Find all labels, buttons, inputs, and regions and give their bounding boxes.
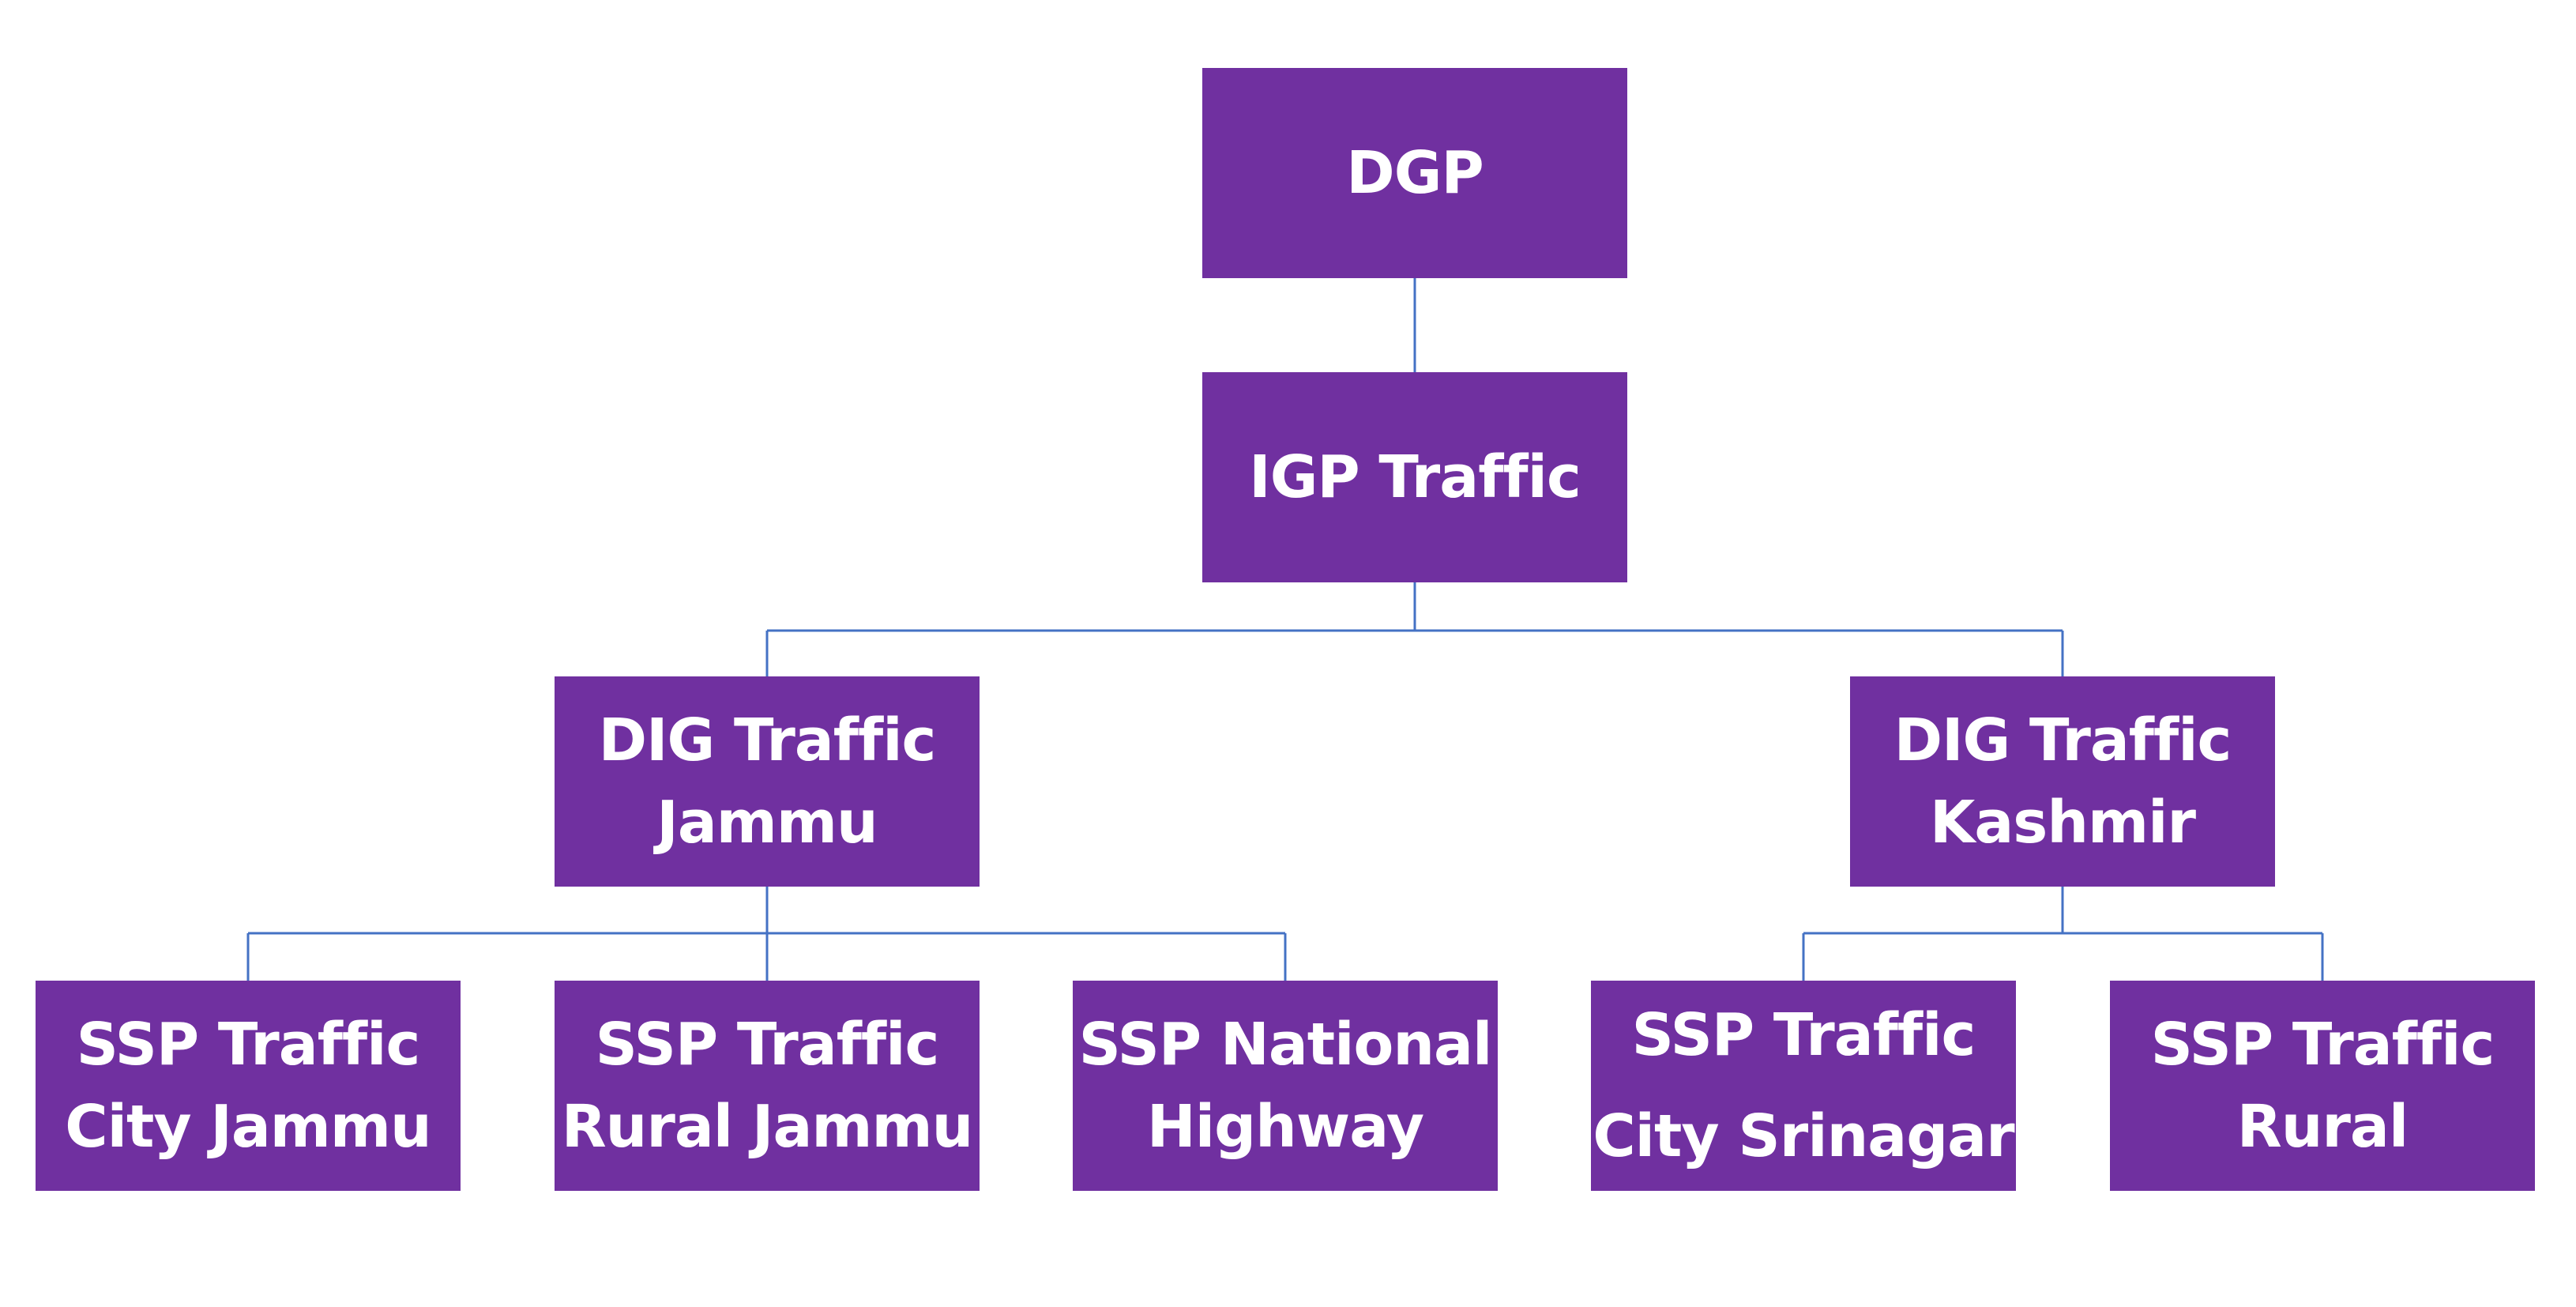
node-dig-traffic-kashmir-line-2: Kashmir bbox=[1930, 789, 2196, 857]
node-ssp-traffic-rural-line-2: Rural bbox=[2236, 1093, 2409, 1161]
node-dig-traffic-kashmir-label: DIG Traffic Kashmir bbox=[1894, 699, 2232, 864]
node-ssp-traffic-city-srinagar-line-2: City Srinagar bbox=[1593, 1102, 2014, 1170]
node-igp-traffic-label: IGP Traffic bbox=[1249, 436, 1581, 518]
node-ssp-traffic-city-jammu-line-2: City Jammu bbox=[65, 1093, 431, 1161]
node-ssp-traffic-city-jammu: SSP Traffic City Jammu bbox=[36, 981, 461, 1191]
node-ssp-traffic-city-jammu-line-1: SSP Traffic bbox=[76, 1011, 421, 1079]
node-ssp-national-highway-line-2: Highway bbox=[1146, 1093, 1424, 1161]
node-ssp-traffic-rural-jammu: SSP Traffic Rural Jammu bbox=[555, 981, 980, 1191]
node-ssp-traffic-rural-line-1: SSP Traffic bbox=[2150, 1011, 2495, 1079]
node-ssp-national-highway-line-1: SSP National bbox=[1078, 1011, 1493, 1079]
node-ssp-traffic-rural-jammu-label: SSP Traffic Rural Jammu bbox=[561, 1004, 974, 1168]
node-ssp-traffic-city-srinagar-line-1: SSP Traffic bbox=[1631, 1001, 1976, 1069]
node-ssp-traffic-rural-label: SSP Traffic Rural bbox=[2151, 1004, 2495, 1168]
node-ssp-traffic-rural-jammu-line-2: Rural Jammu bbox=[561, 1093, 974, 1161]
node-dig-traffic-jammu-line-1: DIG Traffic bbox=[598, 706, 937, 774]
node-dig-traffic-jammu: DIG Traffic Jammu bbox=[555, 676, 980, 887]
node-ssp-national-highway-label: SSP National Highway bbox=[1078, 1004, 1493, 1168]
node-ssp-traffic-rural: SSP Traffic Rural bbox=[2110, 981, 2535, 1191]
node-dgp-label: DGP bbox=[1346, 132, 1484, 214]
node-dig-traffic-jammu-label: DIG Traffic Jammu bbox=[598, 699, 937, 864]
node-ssp-national-highway: SSP National Highway bbox=[1073, 981, 1498, 1191]
node-ssp-traffic-city-srinagar: SSP Traffic City Srinagar bbox=[1591, 981, 2016, 1191]
node-ssp-traffic-city-jammu-label: SSP Traffic City Jammu bbox=[65, 1004, 431, 1168]
node-dgp-line-1: DGP bbox=[1346, 139, 1484, 207]
node-dgp: DGP bbox=[1202, 68, 1627, 278]
node-dig-traffic-jammu-line-2: Jammu bbox=[656, 789, 878, 857]
node-dig-traffic-kashmir: DIG Traffic Kashmir bbox=[1850, 676, 2275, 887]
node-dig-traffic-kashmir-line-1: DIG Traffic bbox=[1893, 706, 2232, 774]
node-ssp-traffic-rural-jammu-line-1: SSP Traffic bbox=[595, 1011, 940, 1079]
node-igp-traffic-line-1: IGP Traffic bbox=[1249, 443, 1581, 511]
node-ssp-traffic-city-srinagar-label: SSP Traffic City Srinagar bbox=[1593, 994, 2014, 1177]
node-igp-traffic: IGP Traffic bbox=[1202, 372, 1627, 582]
